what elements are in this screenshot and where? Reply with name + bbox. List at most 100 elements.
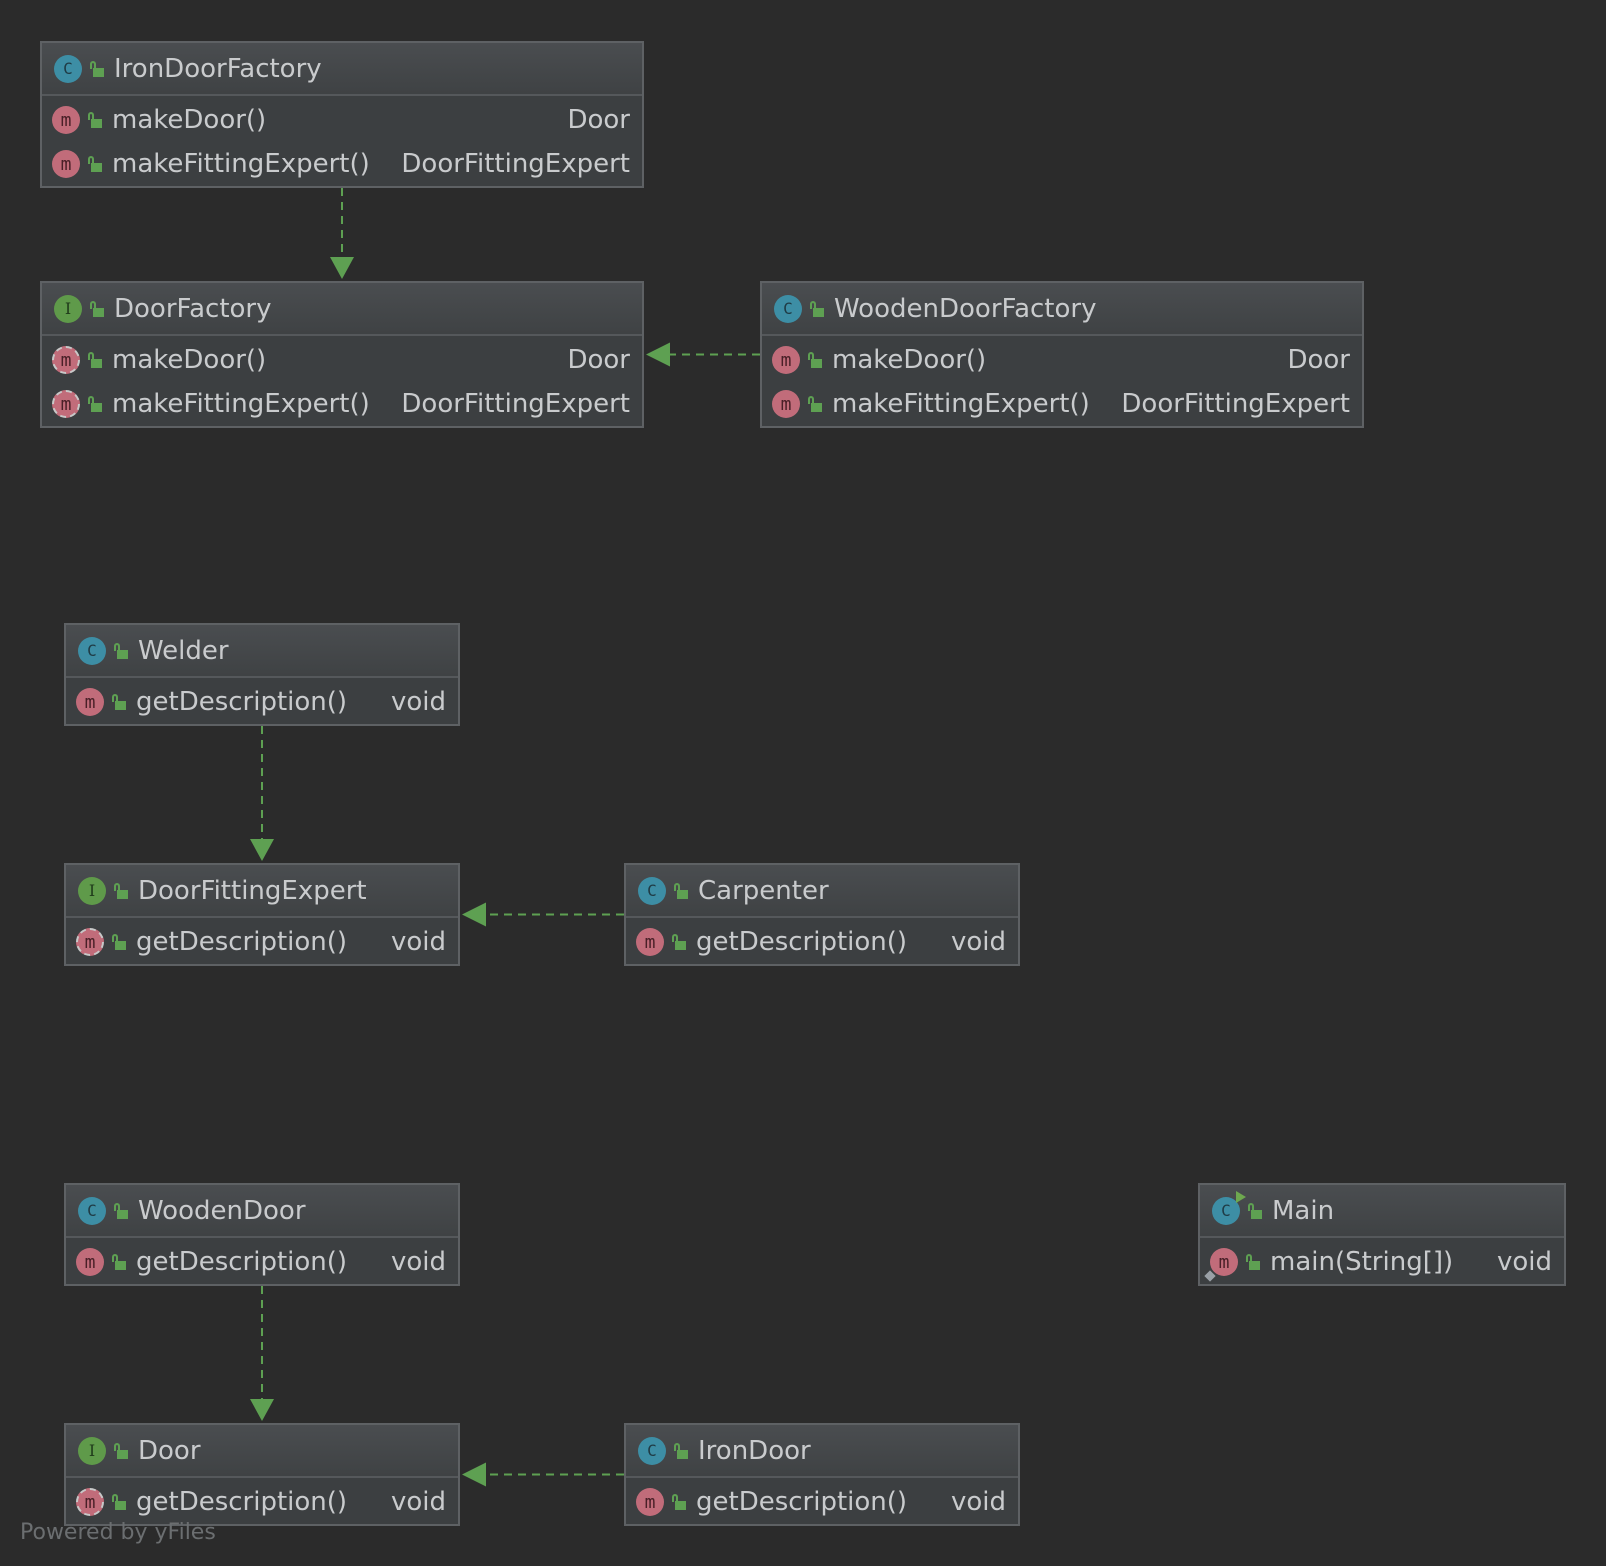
public-lock-icon — [672, 934, 686, 950]
member-return-type: void — [390, 1247, 446, 1277]
node-title: DoorFactory — [114, 293, 272, 324]
member-return-type: void — [390, 687, 446, 717]
class-icon: C — [638, 1436, 666, 1465]
method-icon: m — [772, 390, 800, 418]
member-name: getDescription() — [696, 1487, 908, 1517]
member-return-type: Door — [567, 345, 630, 375]
public-lock-icon — [674, 1442, 688, 1459]
public-lock-icon — [90, 60, 104, 77]
runnable-class-icon: C — [1212, 1190, 1246, 1225]
class-icon: C — [78, 1196, 106, 1225]
member-name: makeFittingExpert() — [112, 149, 370, 179]
public-lock-icon — [112, 694, 126, 710]
member-name: makeDoor() — [832, 345, 987, 375]
public-lock-icon — [114, 882, 128, 899]
node-title: Door — [138, 1435, 201, 1466]
member-row[interactable]: m getDescription() void — [626, 920, 1018, 964]
node-title: WoodenDoorFactory — [834, 293, 1097, 324]
uml-node[interactable]: C IronDoor m getDescription() void — [624, 1423, 1020, 1526]
member-name: makeFittingExpert() — [832, 389, 1090, 419]
member-name: getDescription() — [136, 927, 348, 957]
interface-icon: I — [78, 876, 106, 905]
realization-arrowhead — [250, 1399, 274, 1421]
static-method-icon: m — [1210, 1248, 1238, 1276]
class-icon: C — [54, 54, 82, 83]
realization-arrowhead — [646, 342, 670, 367]
public-lock-icon — [112, 1254, 126, 1270]
member-return-type: void — [950, 927, 1006, 957]
public-lock-icon — [808, 396, 822, 412]
member-name: makeDoor() — [112, 345, 267, 375]
node-title: DoorFittingExpert — [138, 875, 367, 906]
member-return-type: void — [950, 1487, 1006, 1517]
member-return-type: Door — [1287, 345, 1350, 375]
node-header: C Welder — [66, 625, 458, 678]
public-lock-icon — [808, 352, 822, 368]
class-icon: C — [774, 294, 802, 323]
member-return-type: Door — [567, 105, 630, 135]
node-title: Main — [1272, 1195, 1335, 1226]
member-name: getDescription() — [136, 1247, 348, 1277]
member-name: makeFittingExpert() — [112, 389, 370, 419]
member-list: m getDescription() void — [626, 1478, 1018, 1524]
public-lock-icon — [114, 642, 128, 659]
member-name: getDescription() — [696, 927, 908, 957]
member-row[interactable]: m getDescription() void — [626, 1480, 1018, 1524]
node-title: IronDoor — [698, 1435, 811, 1466]
abstract-method-icon: m — [52, 346, 80, 374]
node-header: C WoodenDoorFactory — [762, 283, 1362, 336]
member-return-type: DoorFittingExpert — [401, 389, 630, 419]
public-lock-icon — [88, 396, 102, 412]
public-lock-icon — [88, 112, 102, 128]
realization-arrowhead — [462, 902, 486, 927]
method-icon: m — [76, 688, 104, 716]
member-return-type: void — [1496, 1247, 1552, 1277]
abstract-method-icon: m — [76, 1488, 104, 1516]
public-lock-icon — [810, 300, 824, 317]
member-row[interactable]: m makeDoor() Door — [42, 338, 642, 382]
node-title: Welder — [138, 635, 229, 666]
method-icon: m — [52, 106, 80, 134]
member-return-type: void — [390, 927, 446, 957]
class-icon: C — [78, 636, 106, 665]
public-lock-icon — [112, 934, 126, 950]
node-title: WoodenDoor — [138, 1195, 306, 1226]
class-icon: C — [638, 876, 666, 905]
public-lock-icon — [674, 882, 688, 899]
realization-arrowhead — [330, 257, 354, 279]
method-icon: m — [636, 928, 664, 956]
public-lock-icon — [90, 300, 104, 317]
member-return-type: DoorFittingExpert — [401, 149, 630, 179]
public-lock-icon — [114, 1442, 128, 1459]
method-icon: m — [636, 1488, 664, 1516]
public-lock-icon — [112, 1494, 126, 1510]
